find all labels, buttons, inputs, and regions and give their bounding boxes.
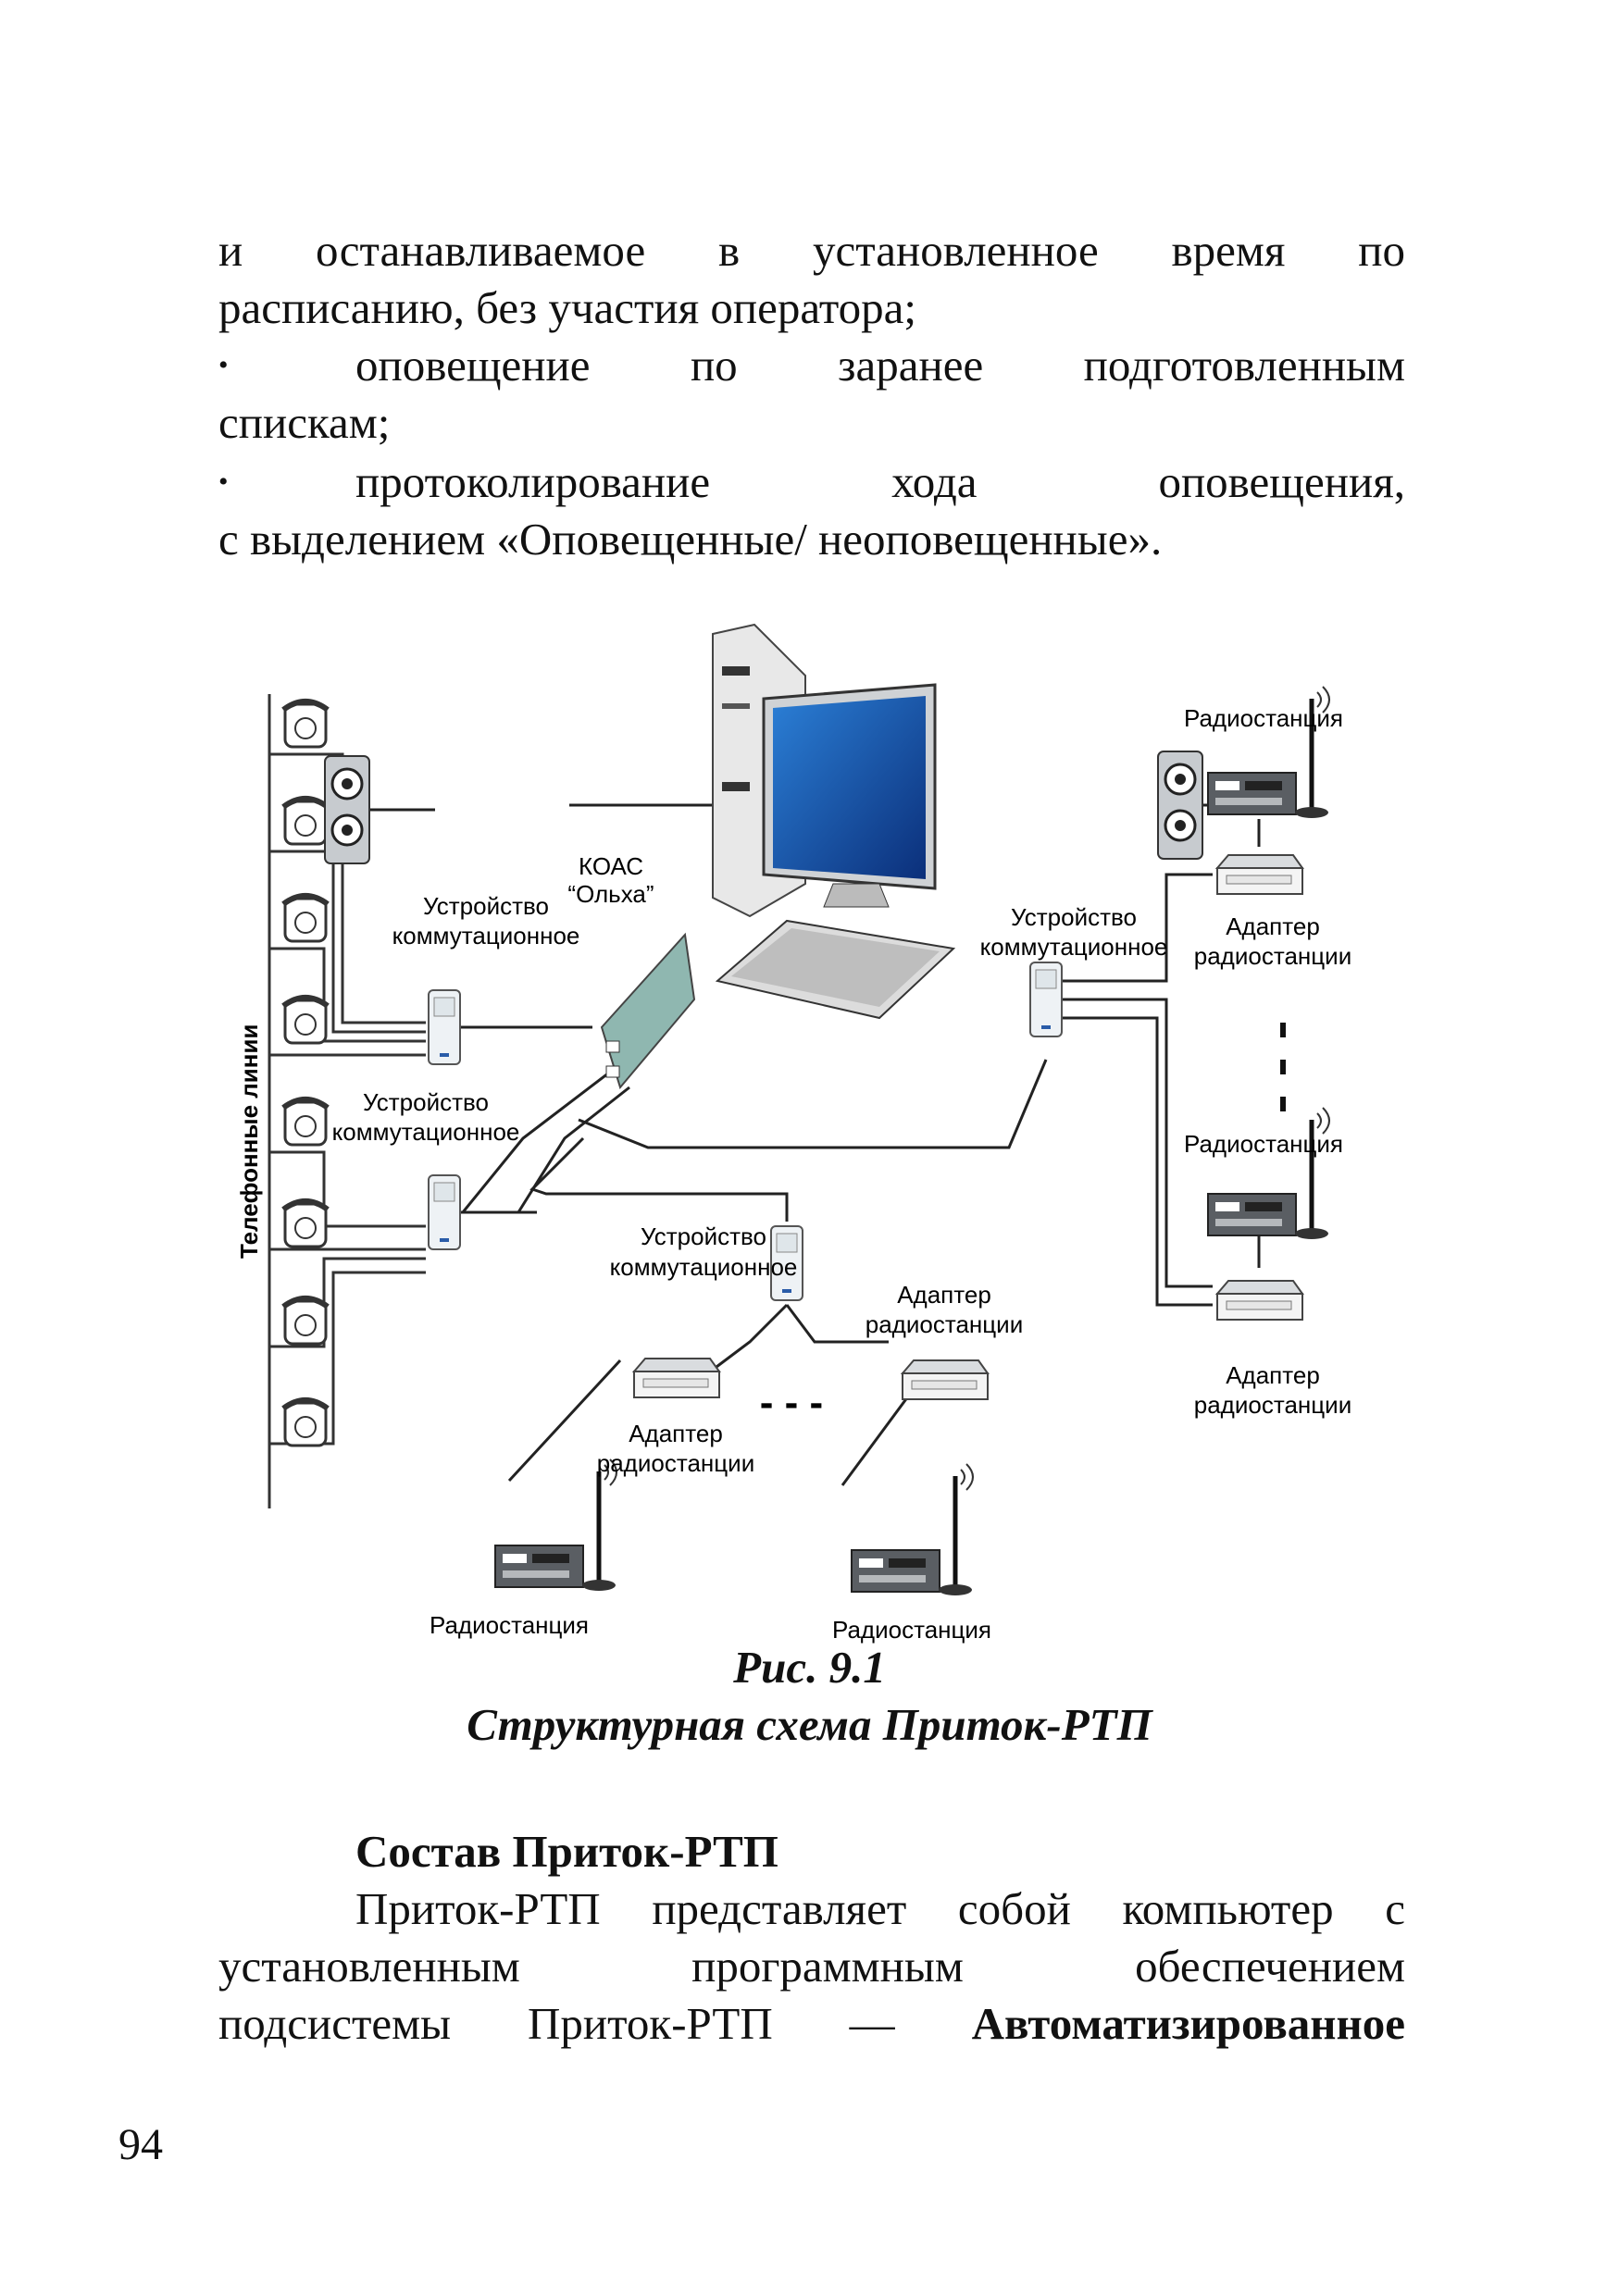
radio-station-label: Радиостанция xyxy=(430,1611,589,1639)
radio-adapter-label: Адаптер xyxy=(629,1420,723,1447)
text-line: Приток-РТП представляет собой компьютер … xyxy=(355,1883,1405,1934)
switch-label-2: коммутационное xyxy=(980,933,1168,961)
speaker-right-icon xyxy=(1156,750,1204,861)
radio-adapter-icon xyxy=(1216,854,1303,895)
radio-station-label: Радиостанция xyxy=(832,1616,991,1644)
section-heading: Состав Приток-РТП xyxy=(355,1826,778,1877)
switch-label: Устройство xyxy=(423,892,549,920)
switch-label-2: коммутационное xyxy=(332,1118,520,1146)
radio-adapter-label: Адаптер xyxy=(897,1281,991,1309)
koas-board xyxy=(600,932,696,1090)
ellipsis-horizontal: - - - xyxy=(760,1380,823,1425)
text-line: установленным программным обеспечением xyxy=(218,1941,1405,1992)
structure-diagram: Телефонные линии КОАС “Ольха” xyxy=(235,623,1351,1644)
computer-icon xyxy=(712,623,956,1020)
radio-adapter-icon xyxy=(1216,1280,1303,1321)
radio-adapter-label: Адаптер xyxy=(1226,912,1320,940)
radio-station-icon xyxy=(852,1464,973,1595)
switch-label-2: коммутационное xyxy=(610,1253,798,1281)
radio-adapter-icon xyxy=(633,1358,720,1398)
text-line: и останавливаемое в установленное время … xyxy=(218,225,1405,276)
text-line: спискам; xyxy=(218,397,391,448)
switch-label: Устройство xyxy=(641,1222,766,1250)
figure-number: Рис. 9.1 xyxy=(733,1642,886,1693)
telephone-lines-label: Телефонные линии xyxy=(235,1024,263,1259)
radio-station-icon xyxy=(1208,1108,1329,1239)
radio-adapter-label-2: радиостанции xyxy=(1194,1391,1351,1419)
koas-label: КОАС xyxy=(579,852,643,880)
telephone-lines: Телефонные линии xyxy=(235,694,426,1508)
radio-station-label: Радиостанция xyxy=(1184,704,1343,732)
bullet-icon: • xyxy=(218,466,229,497)
figure-title: Структурная схема Приток-РТП xyxy=(467,1699,1152,1750)
bullet-item-protocol: • протоколирование хода оповещения, с вы… xyxy=(218,453,1405,568)
text-line: протоколирование хода оповещения, xyxy=(355,456,1405,507)
text-line: подсистемы Приток-РТП — Автоматизированн… xyxy=(218,1995,1405,2053)
speaker-left-icon xyxy=(323,754,371,865)
radio-adapter-label-2: радиостанции xyxy=(866,1310,1023,1338)
switch-label: Устройство xyxy=(1011,903,1137,931)
paragraph-continuation: и останавливаемое в установленное время … xyxy=(218,222,1405,279)
page-number: 94 xyxy=(118,2120,163,2169)
connection-lines xyxy=(370,803,1268,1486)
text-normal: подсистемы Приток-РТП — xyxy=(218,1998,895,2049)
text-bold: Автоматизированное xyxy=(971,1998,1405,2049)
radio-station-icon xyxy=(495,1459,616,1591)
bullet-icon: • xyxy=(218,350,229,380)
switch-label: Устройство xyxy=(363,1088,489,1116)
text-line: с выделением «Оповещенные/ неоповещенные… xyxy=(218,514,1163,565)
section-paragraph: Приток-РТП представляет собой компьютер … xyxy=(218,1880,1405,2053)
text-line: расписанию, без участия оператора; xyxy=(218,282,916,333)
text-line: оповещение по заранее подготовленным xyxy=(355,340,1405,391)
koas-name-label: “Ольха” xyxy=(567,880,654,908)
telephone-icon xyxy=(283,701,328,1446)
radio-adapter-label-2: радиостанции xyxy=(597,1449,754,1477)
radio-adapter-label: Адаптер xyxy=(1226,1361,1320,1389)
radio-adapter-icon xyxy=(902,1359,989,1400)
radio-station-label: Радиостанция xyxy=(1184,1130,1343,1158)
switch-label-2: коммутационное xyxy=(392,922,580,949)
ellipsis-vertical xyxy=(1280,1023,1286,1111)
radio-adapter-label-2: радиостанции xyxy=(1194,942,1351,970)
bullet-item-lists: • оповещение по заранее подготовленным с… xyxy=(218,337,1405,452)
paragraph-continuation-end: расписанию, без участия оператора; xyxy=(218,279,1405,337)
